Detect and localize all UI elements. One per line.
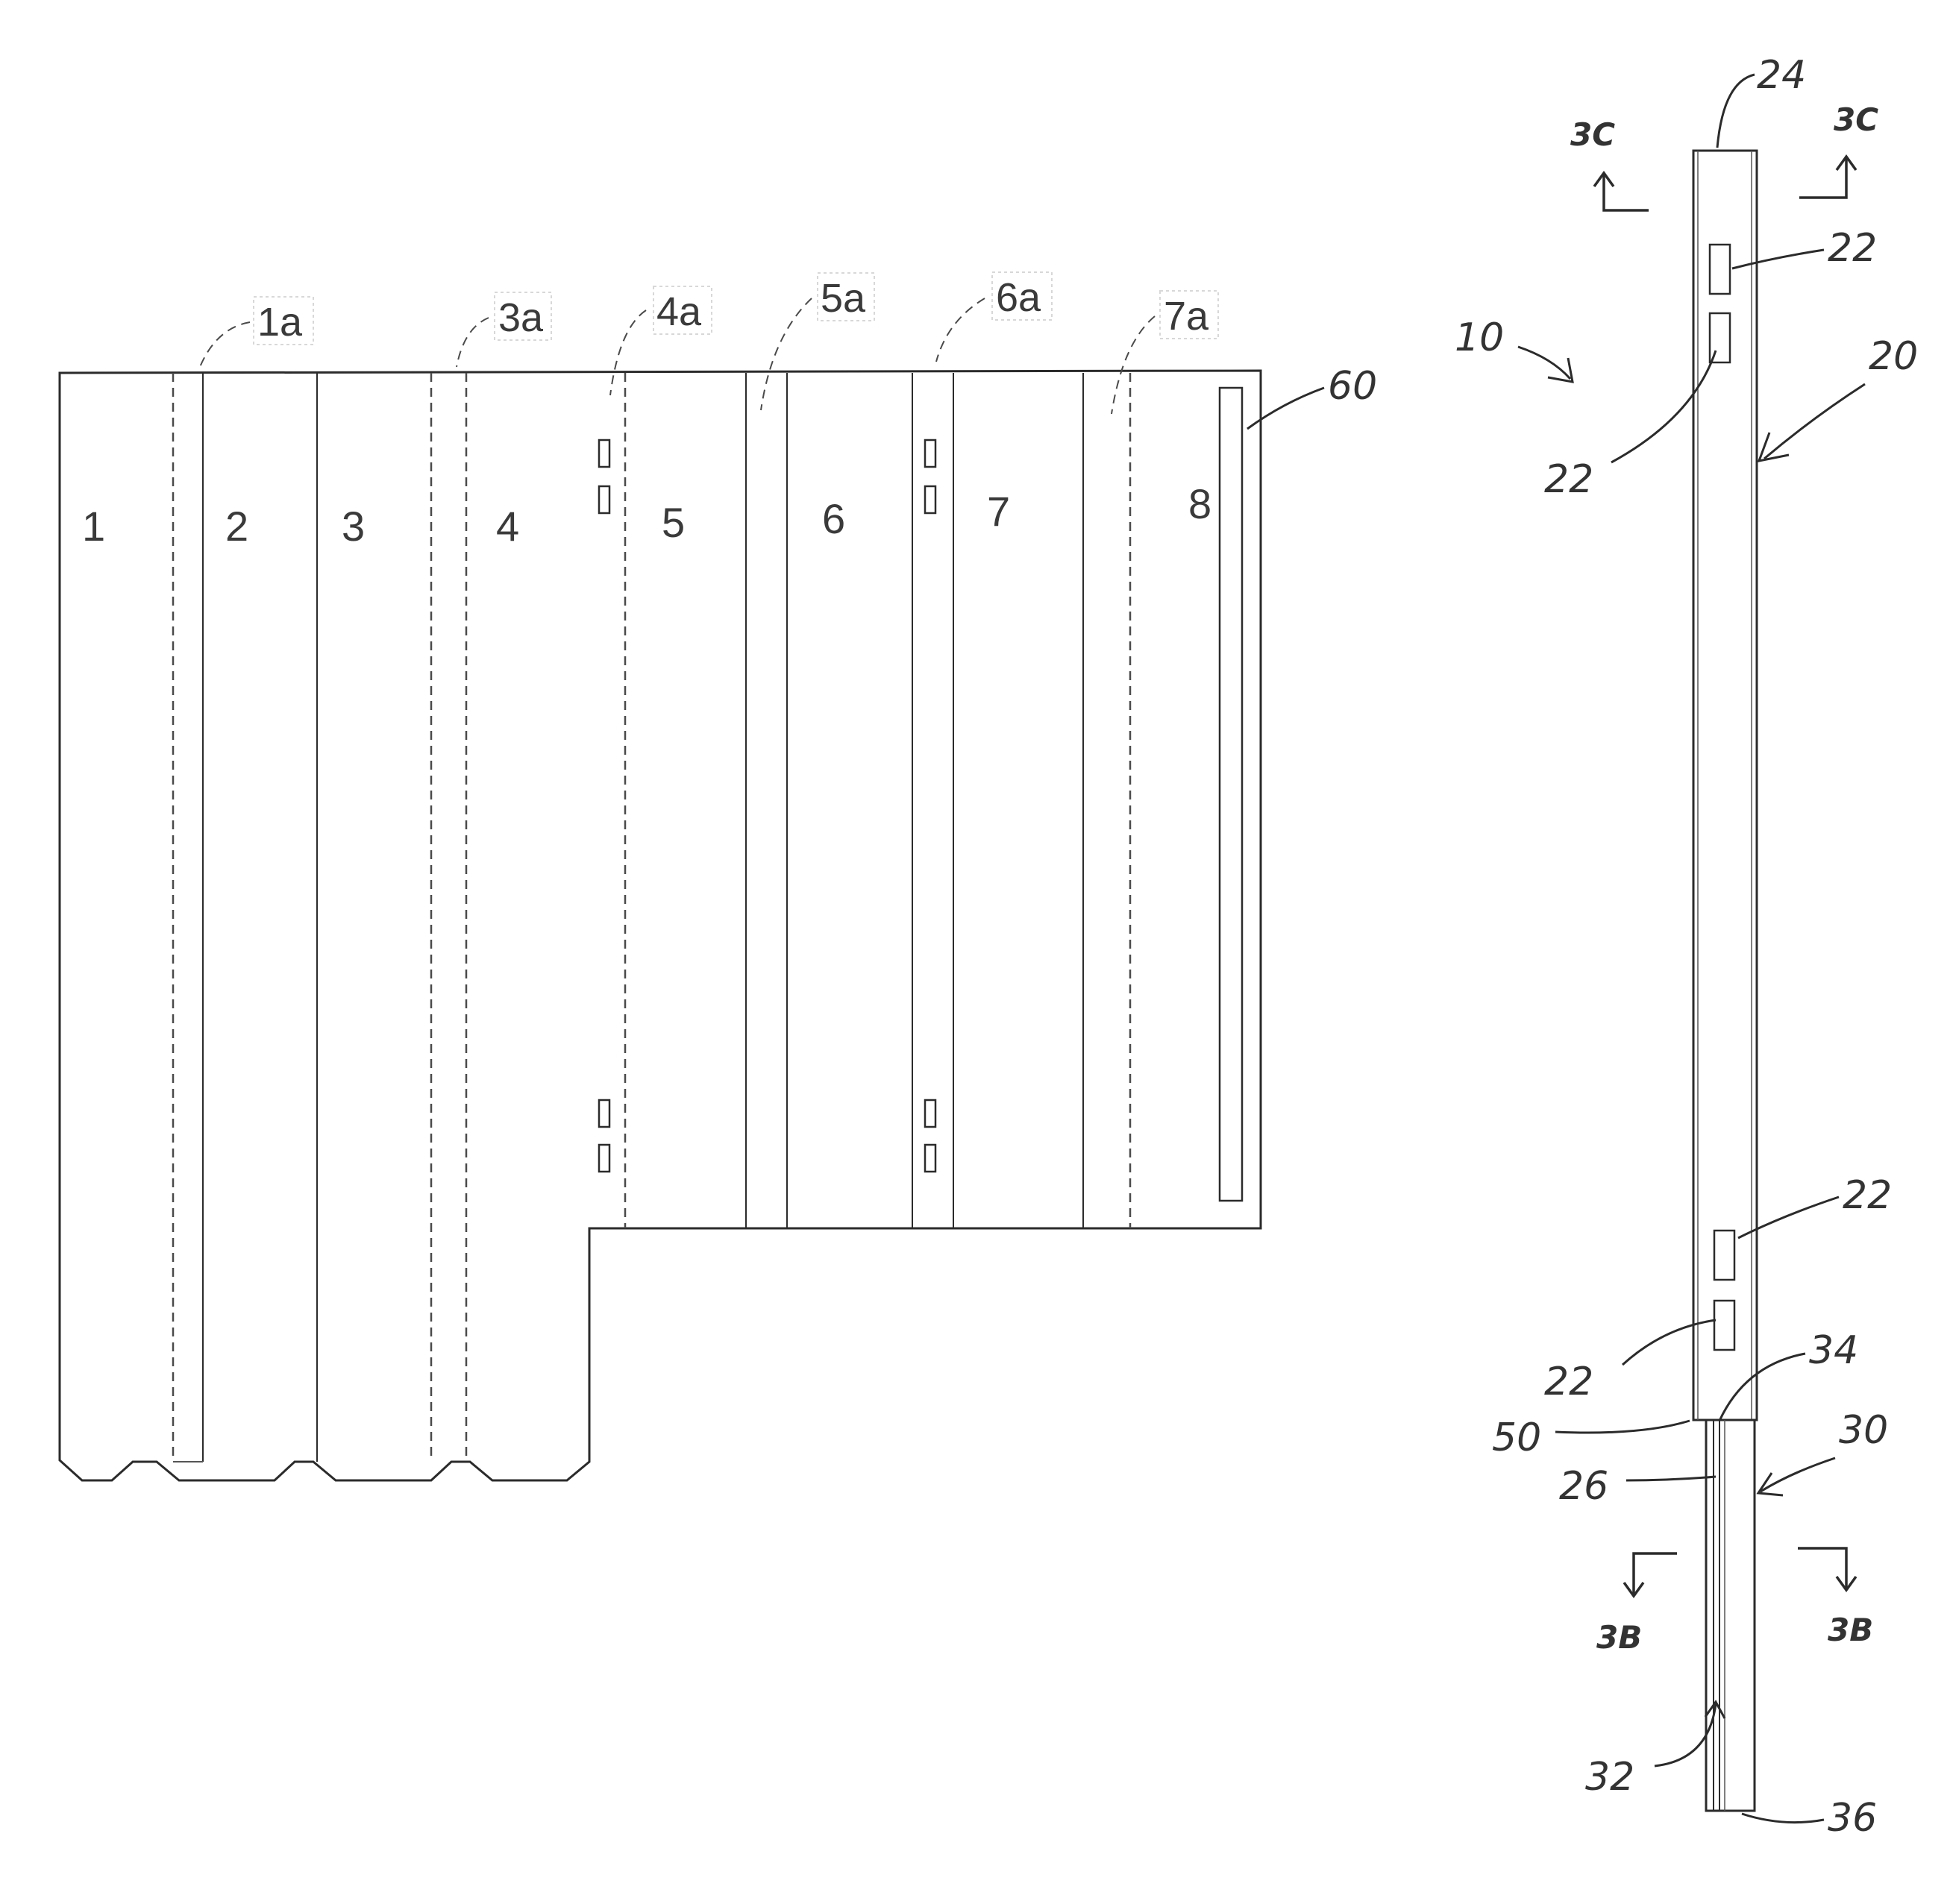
opening-22	[1710, 245, 1730, 294]
panel-number: 3	[342, 503, 365, 550]
flat-blank: 1 2 3 4 5 6 7 8 1a 3a 4a 5a 6a 7a 60	[60, 272, 1377, 1480]
ref-22a: 22	[1828, 226, 1877, 271]
fold-label: 4a	[656, 289, 702, 334]
section-3c-right: 3C	[1834, 101, 1878, 138]
ref-60: 60	[1328, 364, 1377, 409]
ref-26: 26	[1559, 1464, 1608, 1509]
ref-20: 20	[1869, 334, 1918, 379]
panel-number: 6	[822, 495, 845, 542]
panel-number: 7	[987, 488, 1010, 535]
leader-line	[610, 310, 646, 395]
slot	[925, 1100, 935, 1127]
fold-label: 1a	[257, 300, 303, 345]
panel-number: 2	[225, 503, 248, 550]
panel-number: 5	[662, 499, 685, 546]
ref-50: 50	[1492, 1416, 1541, 1460]
ref-24: 24	[1757, 53, 1806, 98]
panel-number: 8	[1188, 480, 1211, 527]
section-3c-left: 3C	[1570, 116, 1615, 153]
fold-label: 5a	[821, 276, 866, 321]
ref-10: 10	[1455, 315, 1504, 360]
ref-22d: 22	[1544, 1360, 1593, 1404]
fold-label: 6a	[996, 275, 1041, 320]
assembled-member: 24 10 20 22 22 22 22 34 50 30 26 32 36 3…	[1455, 53, 1918, 1841]
ref-36: 36	[1828, 1796, 1877, 1841]
slot	[599, 440, 609, 467]
section-3b-right: 3B	[1828, 1612, 1873, 1648]
panel-number: 4	[496, 503, 519, 550]
ref-22b: 22	[1544, 457, 1593, 502]
ref-22c: 22	[1843, 1173, 1892, 1218]
ref-34: 34	[1809, 1328, 1858, 1373]
slot	[599, 1145, 609, 1172]
leader-line	[200, 322, 250, 367]
slot	[925, 486, 935, 513]
opening-22	[1710, 313, 1730, 362]
slot	[925, 440, 935, 467]
ref-30: 30	[1839, 1408, 1888, 1453]
leader-line	[936, 298, 985, 362]
leader-line	[457, 318, 489, 367]
opening-22	[1714, 1231, 1734, 1280]
upper-member-20	[1693, 151, 1757, 1420]
slot	[599, 486, 609, 513]
section-3b-left: 3B	[1596, 1619, 1642, 1656]
panel-number: 1	[82, 503, 105, 550]
ref-32: 32	[1585, 1755, 1634, 1800]
slot	[925, 1145, 935, 1172]
leader-line	[1112, 316, 1155, 414]
opening-22	[1714, 1301, 1734, 1350]
fold-label: 7a	[1164, 294, 1209, 339]
leader-line	[1247, 388, 1324, 429]
fold-label: 3a	[498, 295, 544, 340]
adhesive-strip-60	[1220, 388, 1242, 1201]
slot	[599, 1100, 609, 1127]
